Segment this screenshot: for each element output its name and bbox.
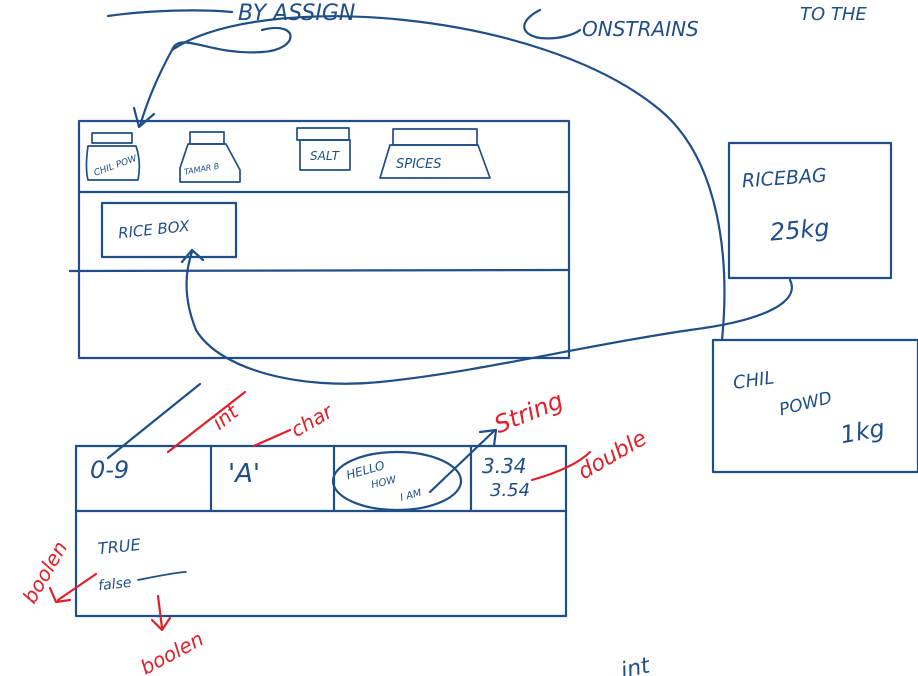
red-label-char: char — [286, 398, 338, 442]
arrowhead-string — [478, 428, 498, 448]
string-value-line2: HOW — [370, 474, 398, 491]
shelf-outline — [77, 119, 571, 360]
char-red-line — [252, 428, 292, 448]
ricebag-to-ricebox-arrow — [185, 250, 793, 385]
string-ellipse — [331, 450, 463, 512]
blue-connectors — [106, 15, 793, 494]
top-text-group: BY ASSIGN ONSTRAINS TO THE — [106, 1, 867, 41]
bool-false-underline — [137, 571, 187, 581]
red-annotations: int char String double boolen boolen — [18, 386, 652, 676]
top-c-curve — [523, 8, 582, 40]
top-text-far-right: TO THE — [800, 4, 867, 25]
bool-true-value: TRUE — [97, 535, 142, 558]
tamarind-pack-icon: TAMAR B — [179, 131, 241, 183]
rice-bag-outline — [727, 141, 893, 280]
spices-box-icon: SPICES — [379, 128, 491, 179]
string-value-line3: I AM — [399, 488, 423, 504]
int-pointer-line — [106, 382, 202, 460]
chili-powder-box: CHIL POWD 1kg — [711, 338, 918, 474]
arrowhead-boolean — [48, 586, 72, 604]
double-red-line — [530, 450, 592, 482]
rice-bag-name: RICEBAG — [741, 164, 827, 192]
data-type-box: 0-9 'A' HELLO HOW I AM 3.34 3.54 TRUE fa… — [74, 444, 568, 618]
shelf-divider-2 — [68, 268, 571, 273]
shelf-cabinet: CHIL POW TAMAR B SALT SPICES RICE BOX — [68, 119, 571, 360]
red-label-int: int — [207, 399, 243, 435]
big-curve-right — [170, 15, 726, 342]
string-pointer-line — [428, 429, 496, 494]
chili-jar-icon: CHIL POW — [85, 132, 141, 181]
chili-powder-outline — [711, 338, 918, 474]
chili-powder-line2: POWD — [777, 388, 834, 420]
bottom-note: int — [619, 653, 654, 676]
int-red-line — [166, 390, 247, 454]
double-value-1: 3.34 — [482, 454, 527, 478]
rice-bag-box: RICEBAG 25kg — [727, 141, 893, 280]
int-value: 0-9 — [90, 456, 129, 484]
salt-box-icon: SALT — [296, 127, 351, 171]
red-label-string: String — [490, 386, 567, 439]
arrowhead-chili-jar — [132, 106, 156, 129]
chili-powder-line1: CHIL — [732, 367, 776, 394]
double-value-2: 3.54 — [490, 480, 530, 501]
chili-powder-weight: 1kg — [838, 414, 887, 449]
char-value: 'A' — [228, 459, 260, 489]
rice-box-label: RICE BOX — [117, 217, 191, 242]
boolean2-red-line — [156, 594, 164, 630]
rice-bag-weight: 25kg — [769, 213, 831, 246]
bool-false-value: false — [97, 575, 132, 594]
arrowhead-boolean2 — [150, 616, 172, 632]
tamarind-label: TAMAR B — [183, 162, 220, 177]
boolean-red-line — [56, 572, 98, 602]
top-loop-arrow — [138, 27, 292, 128]
top-stroke-left — [106, 9, 234, 18]
spices-label: SPICES — [396, 157, 441, 172]
red-label-boolean2: boolen — [136, 627, 207, 676]
arrowhead-ricebox — [180, 248, 205, 264]
rice-box: RICE BOX — [100, 201, 238, 259]
top-text-right: ONSTRAINS — [582, 17, 699, 41]
salt-label: SALT — [310, 149, 341, 163]
data-box-outline — [74, 444, 568, 618]
chili-jar-label: CHIL POW — [93, 154, 140, 179]
